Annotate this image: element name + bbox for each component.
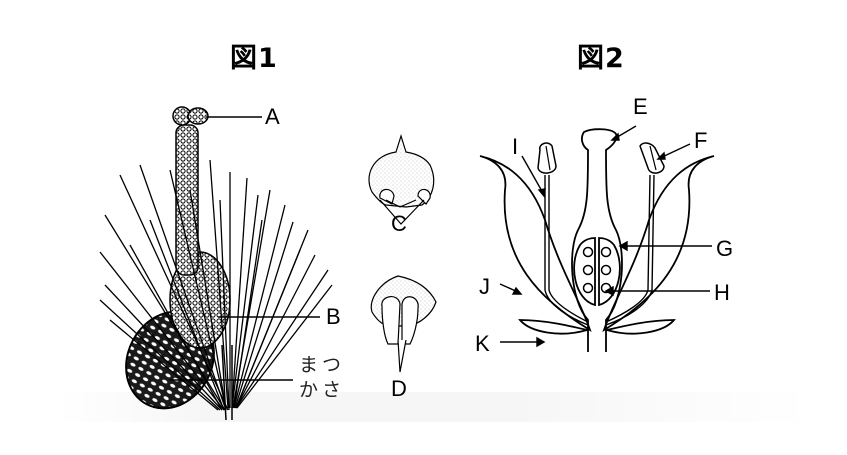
pine-needles xyxy=(99,159,333,411)
ovary-left xyxy=(573,237,596,307)
label-F: F xyxy=(694,128,708,153)
new-shoot xyxy=(175,124,199,276)
flower-diagram xyxy=(479,128,715,352)
label-D: D xyxy=(391,376,407,401)
label-pine-cone-line1: まつ xyxy=(299,354,346,376)
ovary-right xyxy=(598,237,621,307)
flower-leader-lines xyxy=(499,125,712,348)
label-J: J xyxy=(479,274,490,299)
label-A: A xyxy=(265,104,280,129)
petal-right xyxy=(602,155,715,333)
label-G: G xyxy=(716,236,734,261)
label-I: I xyxy=(512,134,519,159)
ovule xyxy=(582,246,594,258)
label-B: B xyxy=(326,304,341,329)
sepal-right xyxy=(603,319,676,335)
figure1-title: 図1 xyxy=(230,43,278,74)
scale-D-drawing xyxy=(370,275,437,373)
label-E: E xyxy=(633,94,648,119)
filament-left xyxy=(544,175,589,326)
anther-left xyxy=(537,142,557,174)
pistil xyxy=(571,128,623,352)
sepal-left xyxy=(518,319,591,335)
anther-right xyxy=(639,142,665,174)
label-K: K xyxy=(475,331,490,356)
figure2-title: 図2 xyxy=(577,43,625,74)
label-C: C xyxy=(391,211,407,236)
pine-branch-drawing xyxy=(99,106,333,421)
scale-C-drawing xyxy=(368,133,435,225)
label-pine-cone-line2: かさ xyxy=(299,379,346,401)
filament-right xyxy=(605,174,655,326)
label-H: H xyxy=(714,280,730,305)
petal-left xyxy=(479,155,592,333)
